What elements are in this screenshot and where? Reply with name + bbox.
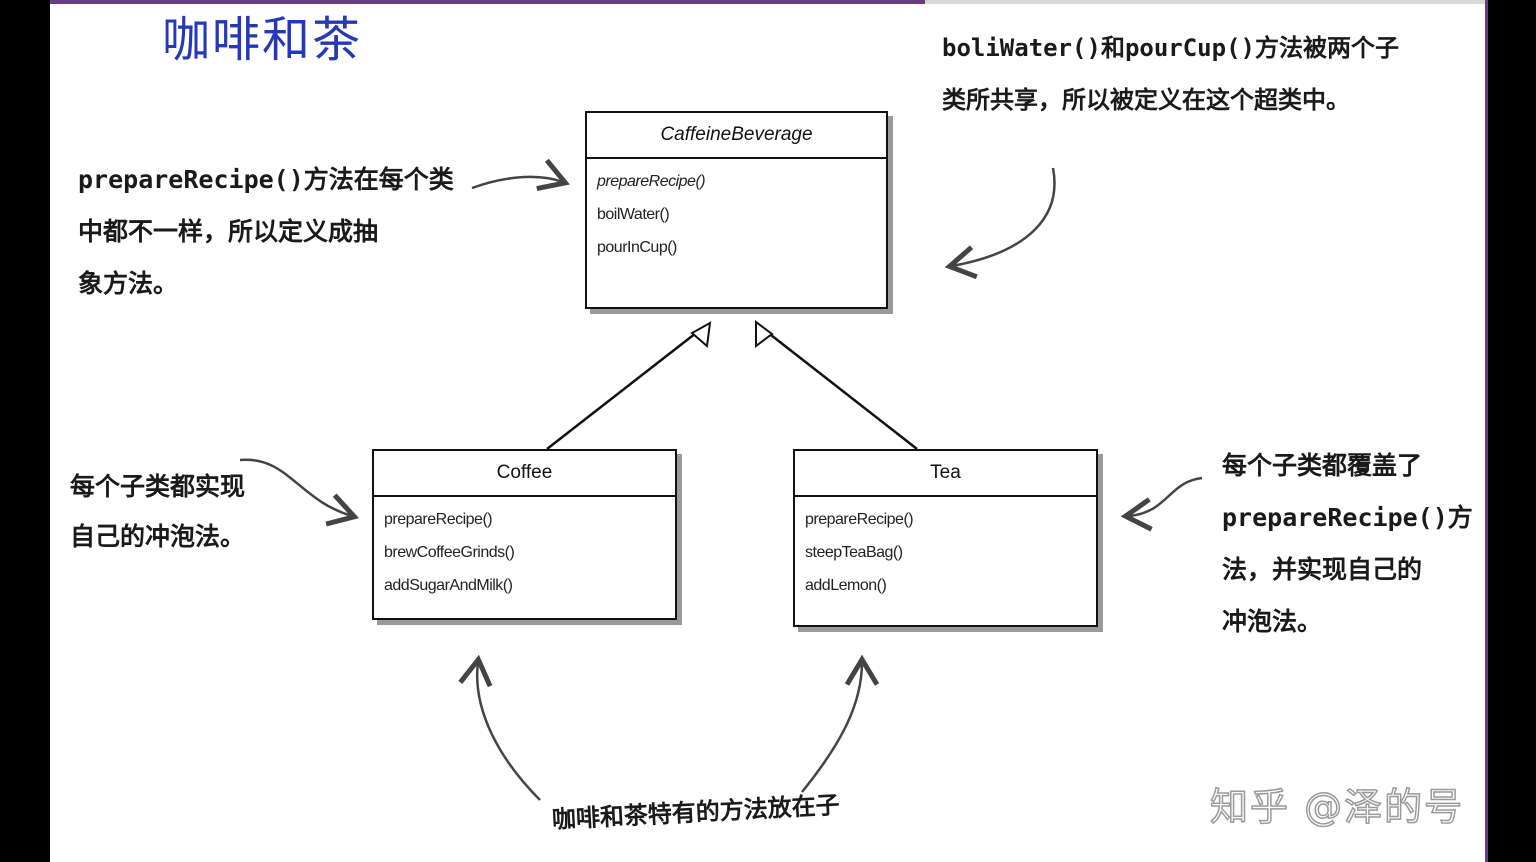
class-tea: Tea prepareRecipe() steepTeaBag() addLem… [793, 449, 1098, 627]
arrow-each-sub-to-coffee [239, 458, 360, 527]
note-override: 每个子类都覆盖了 prepareRecipe()方 法，并实现自己的 冲泡法。 [1222, 451, 1473, 636]
arrow-prepare-to-base [471, 158, 570, 192]
note-shared-methods: boliWater()和pourCup()方法被两个子 类所共享，所以被定义在这… [942, 34, 1399, 114]
coffee-inheritance-line [546, 325, 706, 450]
note-each-subclass: 每个子类都实现 自己的冲泡法。 [70, 472, 246, 551]
slide-right-edge [1485, 0, 1488, 862]
arrow-specific-to-tea [801, 654, 880, 793]
tea-inheritance-line [761, 327, 918, 450]
watermark: 知乎 @泽的号 [1209, 784, 1465, 830]
arrow-specific-to-coffee [458, 654, 541, 801]
class-methods: prepareRecipe() steepTeaBag() addLemon() [795, 497, 1096, 606]
method-add-sugar-and-milk: addSugarAndMilk() [384, 577, 513, 594]
slide-top-bar [50, 0, 925, 4]
slide-title: 咖啡和茶 [162, 12, 363, 68]
class-name: Tea [795, 451, 1096, 497]
class-coffee: Coffee prepareRecipe() brewCoffeeGrinds(… [372, 449, 677, 620]
class-methods: prepareRecipe() boilWater() pourInCup() [587, 159, 886, 268]
method-pour-in-cup: pourInCup() [597, 239, 677, 256]
class-caffeine-beverage: CaffeineBeverage prepareRecipe() boilWat… [585, 111, 888, 309]
arrow-override-to-tea [1120, 476, 1203, 532]
class-name: Coffee [374, 451, 675, 497]
tea-inheritance-triangle [755, 320, 774, 348]
diagram-connectors [239, 158, 1203, 801]
slide: 咖啡和茶 CaffeineBeverage prepareRecipe() bo… [50, 0, 1488, 862]
method-boil-water: boilWater() [597, 206, 670, 223]
note-prepare-recipe-abstract: prepareRecipe()方法在每个类 中都不一样，所以定义成抽 象方法。 [78, 165, 454, 298]
method-prepare-recipe: prepareRecipe() [384, 511, 493, 528]
method-steep-tea-bag: steepTeaBag() [805, 544, 903, 561]
method-prepare-recipe: prepareRecipe() [597, 173, 706, 190]
class-name: CaffeineBeverage [587, 113, 886, 159]
arrow-shared-to-base [944, 167, 1056, 280]
method-brew-coffee-grinds: brewCoffeeGrinds() [384, 544, 515, 561]
method-add-lemon: addLemon() [805, 577, 887, 594]
method-prepare-recipe: prepareRecipe() [805, 511, 914, 528]
slide-top-bar-right [925, 0, 1488, 4]
class-methods: prepareRecipe() brewCoffeeGrinds() addSu… [374, 497, 675, 606]
coffee-inheritance-triangle [690, 321, 712, 348]
